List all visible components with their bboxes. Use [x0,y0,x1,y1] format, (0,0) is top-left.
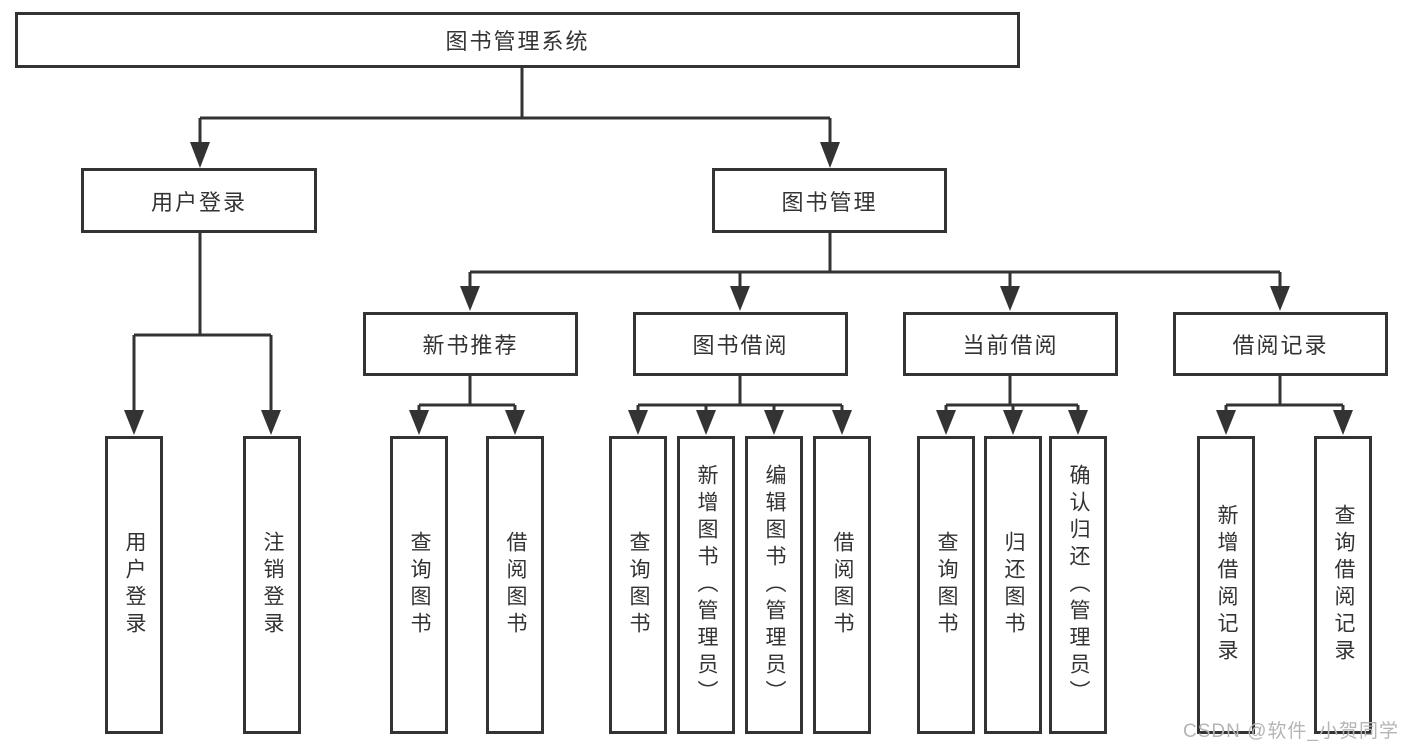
csdn-watermark: CSDN @软件_小贺同学 [1183,721,1399,742]
leaf-records-query-borrow-record: 查询借阅记录 [1314,436,1372,734]
node-new-book-recommendation: 新书推荐 [363,312,578,376]
leaf-borrowing-add-books-admin: 新增图书（管理员） [677,436,735,734]
leaf-current-confirm-return-admin: 确认归还（管理员） [1049,436,1107,734]
node-library-management-system: 图书管理系统 [15,12,1020,68]
leaf-newbook-query-books: 查询图书 [390,436,448,734]
node-user-login: 用户登录 [81,168,317,233]
node-current-borrowing: 当前借阅 [903,312,1118,376]
leaf-user-login: 用户登录 [105,436,163,734]
leaf-current-query-books: 查询图书 [917,436,975,734]
leaf-borrowing-query-books: 查询图书 [609,436,667,734]
node-book-borrowing: 图书借阅 [633,312,848,376]
leaf-borrowing-edit-books-admin: 编辑图书（管理员） [745,436,803,734]
leaf-borrowing-borrow-books: 借阅图书 [813,436,871,734]
leaf-current-return-books: 归还图书 [984,436,1042,734]
leaf-newbook-borrow-books: 借阅图书 [486,436,544,734]
leaf-logout-login: 注销登录 [243,436,301,734]
leaf-records-add-borrow-record: 新增借阅记录 [1197,436,1255,734]
node-borrowing-records: 借阅记录 [1173,312,1388,376]
node-book-management: 图书管理 [712,168,947,233]
